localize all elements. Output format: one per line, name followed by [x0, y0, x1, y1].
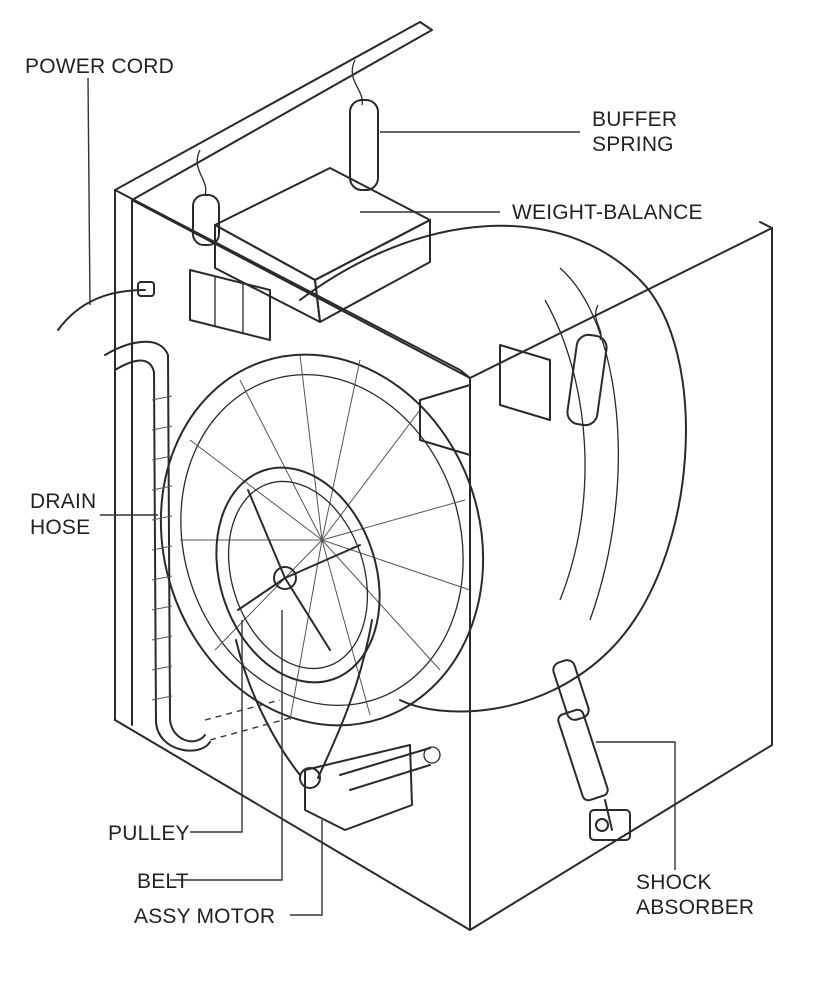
shock-absorber-part: [552, 659, 631, 841]
leader-lines: [87, 77, 676, 916]
label-pulley: PULLEY: [108, 822, 190, 845]
label-weight-balance: WEIGHT-BALANCE: [512, 201, 703, 224]
weight-balance-block: [214, 167, 431, 323]
buffer-spring-right: [566, 304, 608, 427]
power-cord: [57, 281, 155, 331]
label-shock-absorber-line1: SHOCK: [636, 871, 712, 894]
tub-drum: [299, 224, 687, 713]
label-drain-hose-line2: HOSE: [30, 516, 90, 539]
buffer-spring-rear: [349, 59, 379, 191]
label-assy-motor: ASSY MOTOR: [134, 905, 275, 928]
motor: [299, 744, 441, 831]
label-shock-absorber-line2: ABSORBER: [636, 896, 754, 919]
drum-front: [159, 353, 485, 727]
label-drain-hose-line1: DRAIN: [30, 490, 96, 513]
label-belt: BELT: [137, 870, 189, 893]
label-buffer-spring-line2: SPRING: [592, 133, 674, 156]
pulley: [215, 466, 381, 684]
label-buffer-spring-line1: BUFFER: [592, 108, 677, 131]
buffer-spring-left: [192, 149, 220, 246]
label-power-cord: POWER CORD: [25, 55, 174, 78]
drain-hose: [104, 340, 291, 752]
cabinet-frame: [114, 21, 773, 931]
brackets: [189, 269, 551, 456]
